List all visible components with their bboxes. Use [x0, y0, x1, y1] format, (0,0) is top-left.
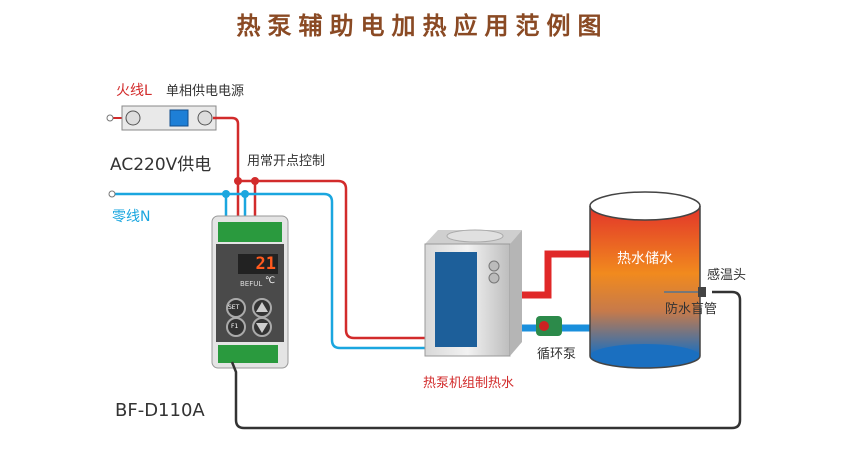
page-title: 热泵辅助电加热应用范例图 — [236, 12, 609, 40]
heat-pump-unit — [424, 229, 522, 357]
live-wire-label: 火线L — [116, 83, 152, 99]
heat-pump-label: 热泵机组制热水 — [423, 376, 515, 391]
storage-tank — [589, 191, 706, 369]
unit-label: ℃ — [265, 276, 276, 286]
set-button[interactable]: SET — [228, 304, 240, 311]
controller-unit — [211, 215, 289, 369]
control-mode-label: 用常开点控制 — [247, 154, 326, 169]
circuit-breaker — [106, 105, 217, 131]
model-label: BF-D110A — [115, 400, 205, 421]
circulation-pump — [536, 316, 562, 336]
temperature-display: 21 — [255, 254, 276, 274]
neutral-wire-label: 零线N — [112, 209, 151, 225]
sensor-cable — [230, 290, 742, 430]
sensor-tube-label: 防水盲管 — [665, 302, 718, 317]
ac-supply-label: AC220V供电 — [110, 155, 212, 175]
f1-button[interactable]: F1 — [231, 323, 239, 330]
circ-pump-label: 循环泵 — [537, 347, 577, 362]
hot-pipe — [522, 250, 592, 299]
power-source-label: 单相供电电源 — [166, 84, 245, 99]
brand-label: BEFUL — [240, 280, 263, 288]
tank-label: 热水储水 — [617, 251, 673, 267]
sensor-label: 感温头 — [707, 268, 747, 283]
